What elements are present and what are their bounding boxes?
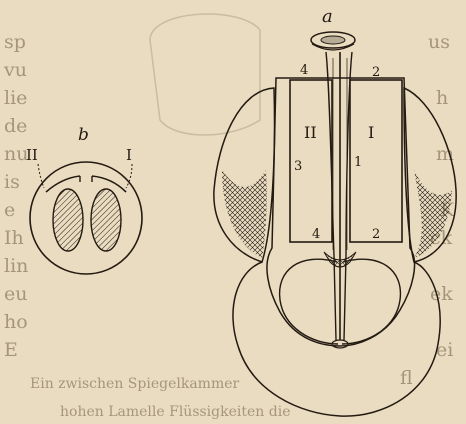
bleed-left-line-9: lin: [4, 255, 28, 277]
bleed-left-line-2: vu: [3, 59, 27, 81]
chamber-left-num-side: 3: [294, 159, 302, 174]
bleed-left-line-10: eu: [4, 283, 27, 305]
bleed-left-line-6: is: [4, 171, 20, 193]
bleed-left-line-4: de: [4, 115, 27, 137]
bleed-left-line-3: lie: [4, 87, 27, 109]
bleed-bottom-line-1: Ein zwischen Spiegelkammer: [30, 376, 240, 392]
figure-a-label: a: [322, 6, 333, 27]
figure-b-roman-right: I: [126, 146, 132, 164]
hatched-lobe-left: [53, 189, 83, 251]
bleed-right-line-8: fl: [400, 367, 413, 389]
chamber-left-num-top: 4: [300, 63, 308, 78]
chamber-right-num-top: 2: [372, 65, 380, 80]
hatched-lobe-right: [91, 189, 121, 251]
chamber-right-num-bottom: 2: [372, 227, 380, 242]
figure-b-roman-left: II: [26, 146, 38, 164]
bleed-bottom-line-2: hohen Lamelle Flüssigkeiten die: [60, 404, 290, 420]
chamber-left-roman: II: [304, 123, 317, 142]
bleed-left-line-12: E: [4, 339, 18, 361]
bleed-left-line-5: nu: [4, 143, 28, 165]
chamber-left-num-bottom: 4: [312, 227, 320, 242]
bleed-right-line-1: us: [428, 31, 450, 53]
bleed-left-line-8: Ih: [4, 227, 24, 249]
bleed-right-line-2: h: [436, 87, 448, 109]
chamber-right-num-side: 1: [354, 155, 362, 170]
bleed-left-line-11: ho: [4, 311, 28, 333]
bleed-left-line-1: sp: [4, 31, 26, 53]
bleed-left-line-7: e: [4, 199, 15, 221]
chamber-right-roman: I: [368, 123, 374, 142]
figure-b-label: b: [78, 125, 89, 145]
